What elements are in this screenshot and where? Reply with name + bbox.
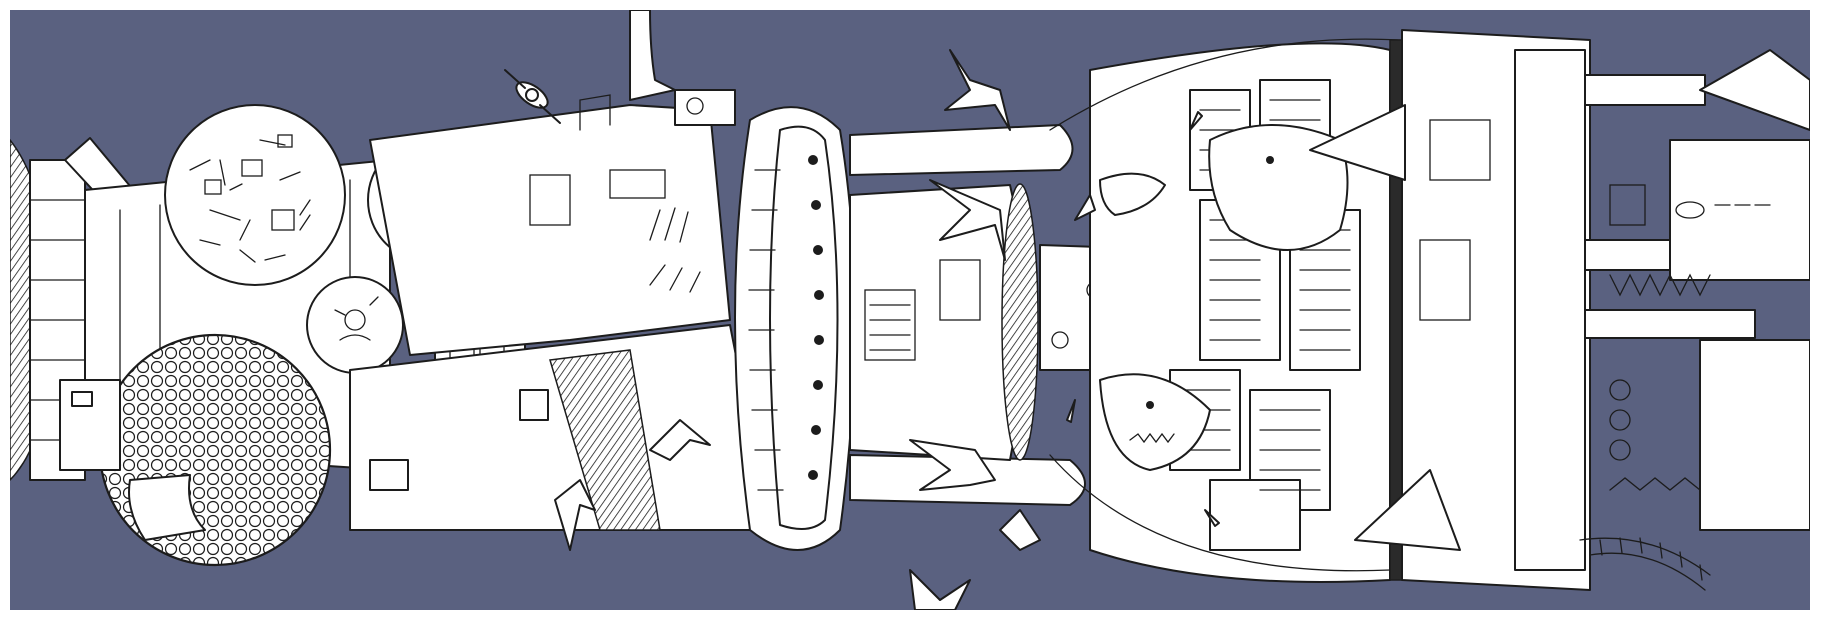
gear-ring bbox=[734, 106, 856, 551]
line-art-flying-city-illustration bbox=[10, 10, 1810, 610]
central-fuselage bbox=[349, 10, 771, 531]
right-castle-section bbox=[1309, 29, 1810, 591]
left-engine-section bbox=[10, 104, 526, 567]
city-section bbox=[1049, 38, 1401, 583]
flying-creatures bbox=[504, 49, 1220, 610]
